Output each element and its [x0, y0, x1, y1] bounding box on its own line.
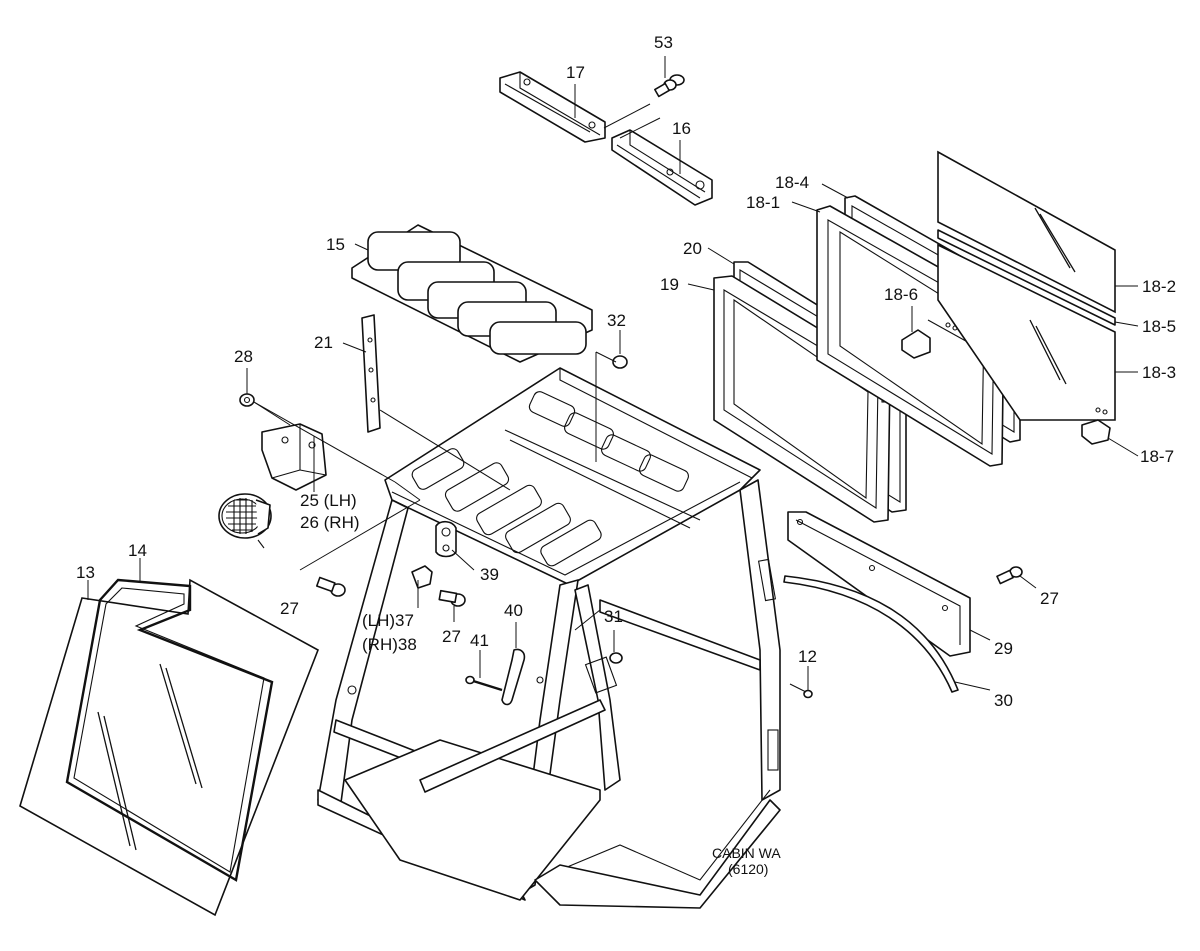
callout-18-3: 18-3 — [1142, 363, 1176, 382]
callout-27-left: 27 — [280, 599, 299, 618]
part-16-rail — [611, 129, 713, 206]
callout-32: 32 — [607, 311, 626, 330]
callout-14: 14 — [128, 541, 147, 560]
part-27-bolt-left — [315, 576, 346, 597]
callout-19: 19 — [660, 275, 679, 294]
callout-25: 25 (LH) — [300, 491, 357, 510]
leader-lines — [87, 56, 1139, 691]
part-31-bushing — [609, 652, 623, 664]
part-41-pin — [465, 675, 503, 692]
callout-31: 31 — [604, 607, 623, 626]
callout-20: 20 — [683, 239, 702, 258]
callout-18-2: 18-2 — [1142, 277, 1176, 296]
part-18-6-latch — [901, 329, 931, 359]
callout-27-right: 27 — [1040, 589, 1059, 608]
callout-41: 41 — [470, 631, 489, 650]
callout-30: 30 — [994, 691, 1013, 710]
callout-15: 15 — [326, 235, 345, 254]
part-21-strip — [361, 314, 381, 433]
part-18-7-latch — [1081, 419, 1111, 445]
cabin-frame — [317, 367, 781, 909]
part-13-glass — [19, 578, 320, 917]
callout-21: 21 — [314, 333, 333, 352]
callout-39: 39 — [480, 565, 499, 584]
work-light — [218, 493, 272, 549]
callout-16: 16 — [672, 119, 691, 138]
callout-18-5: 18-5 — [1142, 317, 1176, 336]
caption-code: (6120) — [728, 861, 768, 877]
part-27-bolt-mid — [438, 589, 466, 607]
part-32-bushing — [612, 355, 628, 369]
callout-18-1: 18-1 — [746, 193, 780, 212]
part-25-26-bracket — [261, 423, 327, 491]
part-14-seal — [65, 578, 274, 882]
part-28-nut — [239, 393, 255, 407]
callout-12: 12 — [798, 647, 817, 666]
callout-18-7: 18-7 — [1140, 447, 1174, 466]
callout-18-6: 18-6 — [884, 285, 918, 304]
callout-53: 53 — [654, 33, 673, 52]
callout-29: 29 — [994, 639, 1013, 658]
part-40-handle — [501, 648, 526, 706]
callout-26: 26 (RH) — [300, 513, 360, 532]
part-53-bolt — [654, 74, 685, 98]
part-39-bracket — [435, 520, 457, 558]
callout-40: 40 — [504, 601, 523, 620]
part-18-5-strip — [937, 229, 1116, 326]
callout-28: 28 — [234, 347, 253, 366]
caption-title: CABIN WA — [712, 845, 781, 861]
part-12-screw — [789, 683, 813, 699]
callout-27-mid: 27 — [442, 627, 461, 646]
callout-37: (LH)37 — [362, 611, 414, 630]
part-18-3-glass — [937, 243, 1116, 421]
part-30-trim — [783, 575, 959, 693]
callout-18-4: 18-4 — [775, 173, 809, 192]
part-17-rail — [499, 71, 606, 143]
diagram-caption: CABIN WA (6120) — [712, 845, 781, 877]
callout-17: 17 — [566, 63, 585, 82]
part-27-bolt-right — [996, 566, 1023, 585]
callout-labels: 53 17 16 15 21 28 32 18-4 18-1 20 19 18-… — [76, 33, 1176, 710]
part-37-38-bracket — [411, 565, 433, 589]
part-18-2-glass — [937, 150, 1116, 314]
part-15-roof-panel — [351, 224, 593, 363]
callout-13: 13 — [76, 563, 95, 582]
callout-38: (RH)38 — [362, 635, 417, 654]
part-29-panel — [787, 511, 971, 657]
